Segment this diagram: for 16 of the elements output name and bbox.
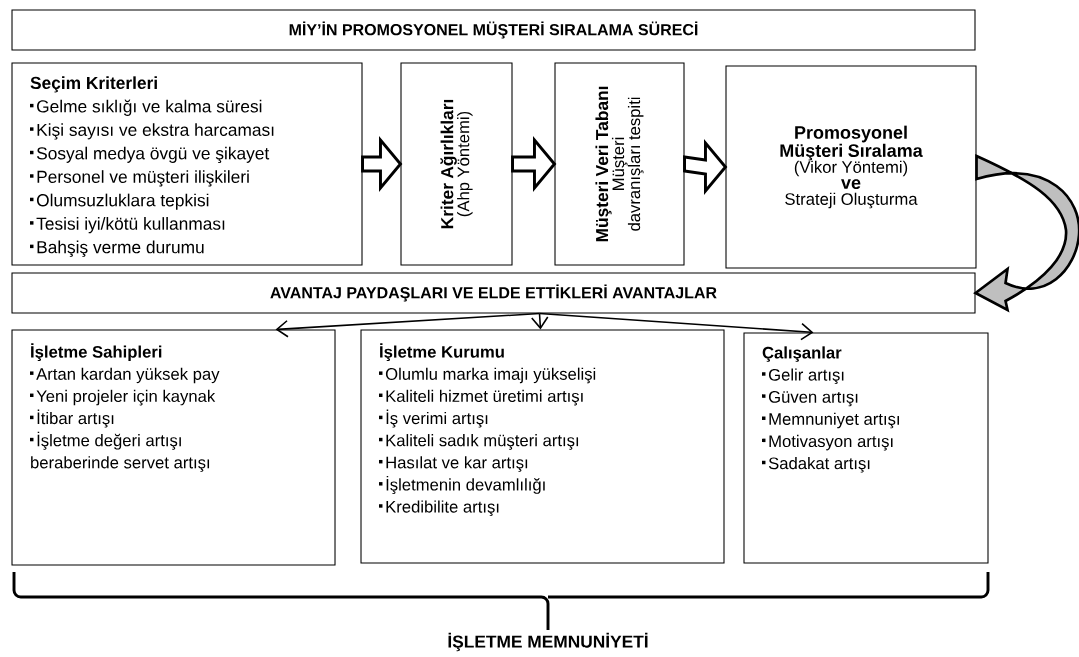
banner-box: AVANTAJ PAYDAŞLARI VE ELDE ETTİKLERİ AVANTAJLAR (11, 272, 976, 314)
block-arrow (683, 138, 728, 196)
brace-label: İŞLETME MEMNUNİYETİ (448, 632, 648, 652)
list-box: İşletme Sahipleri Artan kardan yüksek pay Yeni projeler için kaynak İtibar artışı İşletme değeri artışı beraberinde servet artışı (11, 329, 336, 566)
list-box: İşletme Kurumu Olumlu marka imajı yükselişi Kaliteli hizmet üretimi artışı İş verimi artışı Kaliteli sadık müşteri artışı Hasılat ve kar artışı İşletmenin devamlılığı Kredibilite artışı (360, 329, 725, 564)
list-box: Seçim Kriterleri Gelme sıklığı ve kalma süresi Kişi sayısı ve ekstra harcaması Sosyal medya övgü ve şikayet Personel ve müşteri ilişkileri Olumsuzluklara tepkisi Tesisi iyi/kötü kullanması Bahşiş verme durumu (11, 62, 363, 266)
step-box: Kriter Ağırlıkları (Ahp Yöntemi) (400, 62, 513, 266)
curved-block-arrow (974, 154, 1079, 312)
block-arrow (361, 135, 403, 193)
banner-box: MİY’İN PROMOSYONEL MÜŞTERİ SIRALAMA SÜRECİ (11, 9, 976, 51)
step-box: Müşteri Veri Tabanı Müşteri davranışları tespiti (554, 62, 685, 266)
arrow (538, 312, 814, 341)
block-arrow (511, 135, 557, 193)
step-box: Promosyonel Müşteri Sıralama (Vikor Yöntemi) ve Strateji Oluşturma (725, 65, 977, 269)
arrow (275, 312, 541, 338)
list-box: Çalışanlar Gelir artışı Güven artışı Memnuniyet artışı Motivasyon artışı Sadakat artışı (743, 332, 989, 564)
